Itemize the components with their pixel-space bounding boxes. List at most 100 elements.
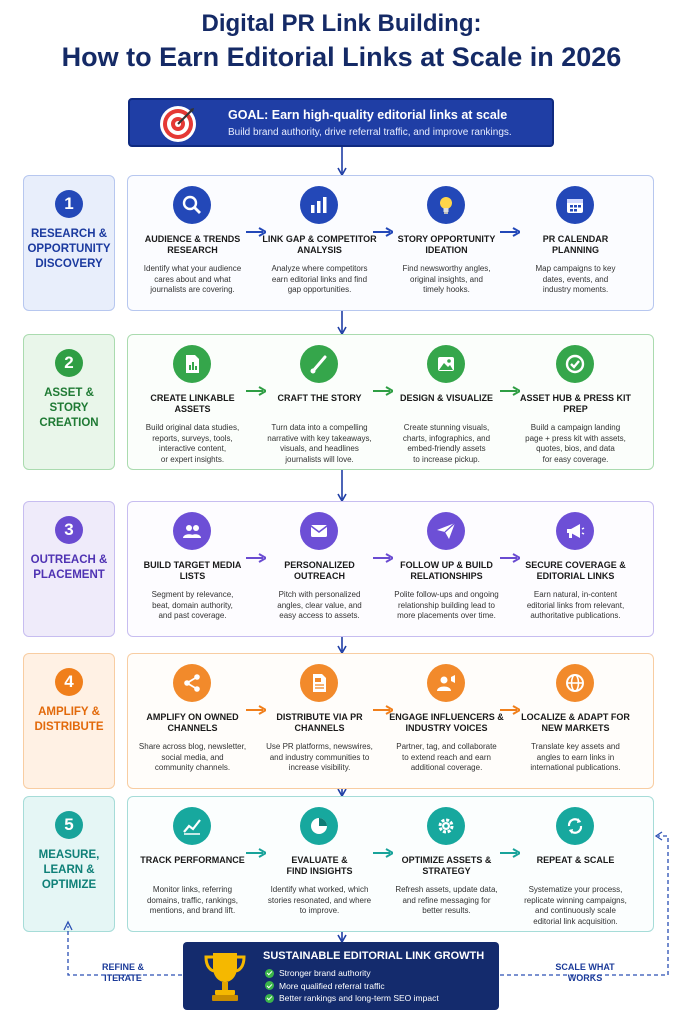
- step-description: Polite follow-ups and ongoing relationsh…: [394, 590, 499, 620]
- flow-arrow-down: [337, 932, 347, 942]
- step-description: Refresh assets, update data, and refine …: [395, 885, 498, 915]
- gear-icon: [427, 807, 465, 845]
- step-title: ASSET HUB & PRESS KIT PREP: [519, 393, 631, 414]
- bar-chart-icon: [300, 186, 338, 224]
- trophy-icon: [203, 949, 247, 1008]
- step-description: Identify what worked, which stories reso…: [267, 885, 372, 915]
- lightbulb-icon: [427, 186, 465, 224]
- document-icon: [173, 345, 211, 383]
- result-banner: SUSTAINABLE EDITORIAL LINK GROWTH Strong…: [183, 942, 499, 1010]
- refresh-icon: [556, 807, 594, 845]
- step-description: Partner, tag, and collaborate to extend …: [396, 742, 497, 772]
- calendar-icon: [556, 186, 594, 224]
- step-card: ASSET HUB & PRESS KIT PREP Build a campai…: [513, 335, 638, 469]
- step-description: Monitor links, referring domains, traffi…: [146, 885, 238, 915]
- step-arrow: [246, 848, 266, 858]
- step-description: Build a campaign landing page + press ki…: [525, 423, 626, 464]
- step-arrow: [500, 227, 520, 237]
- step-title: LOCALIZE & ADAPT FOR NEW MARKETS: [521, 712, 630, 733]
- result-title: SUSTAINABLE EDITORIAL LINK GROWTH: [263, 950, 485, 962]
- check-icon: [265, 981, 274, 991]
- step-arrow: [373, 705, 393, 715]
- step-title: OPTIMIZE ASSETS & STRATEGY: [401, 855, 492, 876]
- step-arrow: [373, 386, 393, 396]
- step-arrow: [373, 553, 393, 563]
- step-title: CRAFT THE STORY: [277, 393, 362, 403]
- loop-right-arrow: [500, 831, 669, 976]
- stage-name: AMPLIFY & DISTRIBUTE: [34, 706, 104, 733]
- goal-title: GOAL: Earn high-quality editorial links …: [228, 108, 508, 122]
- stage-name: RESEARCH & OPPORTUNITY DISCOVERY: [27, 228, 111, 270]
- press-release-icon: [300, 664, 338, 702]
- step-title: SECURE COVERAGE & EDITORIAL LINKS: [525, 560, 626, 581]
- flow-arrow-down: [337, 789, 347, 796]
- search-icon: [173, 186, 211, 224]
- step-title: EVALUATE & FIND INSIGHTS: [286, 855, 353, 876]
- step-description: Systematize your process, replicate winn…: [524, 885, 627, 926]
- step-description: Create stunning visuals, charts, infogra…: [402, 423, 491, 464]
- loop-left-label: REFINE & ITERATE: [101, 962, 144, 983]
- step-arrow: [246, 386, 266, 396]
- stage-name: MEASURE, LEARN & OPTIMIZE: [38, 849, 100, 891]
- stage-steps: CREATE LINKABLE ASSETS Build original dat…: [127, 334, 654, 470]
- stage-number: 2: [55, 349, 83, 377]
- check-icon: [265, 968, 274, 978]
- step-description: Pitch with personalized angles, clear va…: [277, 590, 362, 620]
- target-icon: [160, 106, 196, 142]
- step-card: SECURE COVERAGE & EDITORIAL LINKS Earn na…: [513, 502, 638, 636]
- step-description: Use PR platforms, newswires, and industr…: [266, 742, 373, 772]
- page-title: Digital PR Link Building:: [201, 10, 482, 37]
- globe-icon: [556, 664, 594, 702]
- step-card: LOCALIZE & ADAPT FOR NEW MARKETS Translat…: [513, 654, 638, 788]
- step-arrow: [246, 705, 266, 715]
- step-description: Segment by relevance, beat, domain autho…: [151, 590, 234, 620]
- check-icon: [265, 993, 274, 1003]
- mail-icon: [300, 512, 338, 550]
- influencer-icon: [427, 664, 465, 702]
- step-title: CREATE LINKABLE ASSETS: [150, 393, 235, 414]
- step-title: FOLLOW UP & BUILD RELATIONSHIPS: [400, 560, 493, 581]
- step-description: Earn natural, in-content editorial links…: [526, 590, 625, 620]
- step-title: DISTRIBUTE VIA PR CHANNELS: [276, 712, 363, 733]
- check-circle-icon: [556, 345, 594, 383]
- stage-name: ASSET & STORY CREATION: [39, 387, 99, 429]
- step-arrow: [373, 848, 393, 858]
- stage-number: 4: [55, 668, 83, 696]
- result-list: Stronger brand authority More qualified …: [265, 967, 439, 1005]
- stage-number: 1: [55, 190, 83, 218]
- paper-plane-icon: [427, 512, 465, 550]
- loop-left-arrow: [63, 920, 182, 976]
- step-card: DISTRIBUTE VIA PR CHANNELS Use PR platfor…: [257, 654, 382, 788]
- step-card: DESIGN & VISUALIZE Create stunning visual…: [384, 335, 509, 469]
- step-description: Analyze where competitors earn editorial…: [271, 264, 368, 294]
- result-item: Stronger brand authority: [265, 967, 439, 980]
- step-description: Build original data studies, reports, su…: [145, 423, 240, 464]
- step-description: Find newsworthy angles, original insight…: [402, 264, 491, 294]
- step-description: Translate key assets and angles to earn …: [530, 742, 621, 772]
- step-title: AMPLIFY ON OWNED CHANNELS: [146, 712, 239, 733]
- brush-icon: [300, 345, 338, 383]
- step-title: AUDIENCE & TRENDS RESEARCH: [144, 234, 241, 255]
- step-arrow: [246, 553, 266, 563]
- step-title: DESIGN & VISUALIZE: [399, 393, 493, 403]
- flow-arrow-down: [337, 470, 347, 501]
- step-arrow: [500, 848, 520, 858]
- line-chart-icon: [173, 807, 211, 845]
- step-card: FOLLOW UP & BUILD RELATIONSHIPS Polite fo…: [384, 502, 509, 636]
- result-item: More qualified referral traffic: [265, 980, 439, 993]
- step-title: TRACK PERFORMANCE: [140, 855, 245, 865]
